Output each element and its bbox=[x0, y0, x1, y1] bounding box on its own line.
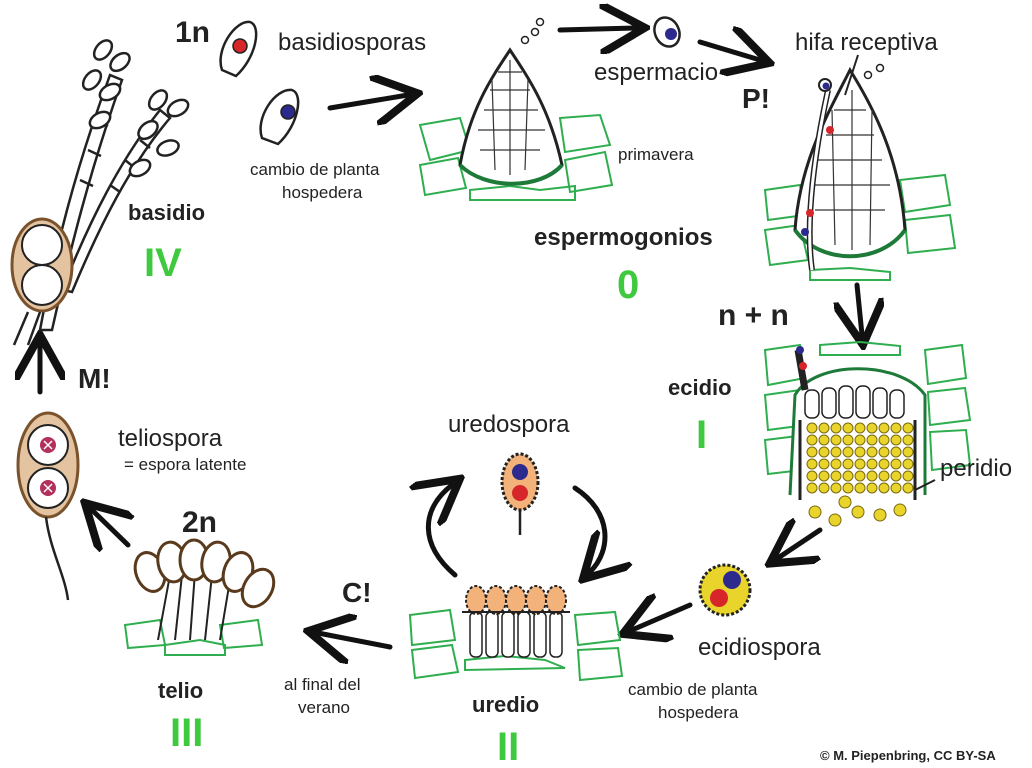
stage-I-numeral: I bbox=[696, 413, 707, 457]
arrow-ecidio-to-ecidiospora bbox=[778, 530, 820, 558]
peridio-label: peridio bbox=[940, 455, 1012, 482]
primavera-label: primavera bbox=[618, 145, 694, 164]
arrow-uredio-to-uredospora-loop bbox=[428, 485, 455, 575]
stage-III-numeral: III bbox=[170, 711, 203, 755]
arrow-espermacio-to-hifa bbox=[700, 42, 760, 60]
arrow-basidiospora-to-espermogonio bbox=[330, 95, 408, 108]
telio-illustration bbox=[125, 540, 280, 655]
basidio-label: basidio bbox=[128, 200, 205, 225]
arrow-espermogonio-to-espermacio bbox=[560, 28, 635, 30]
arrow-espermogonio-to-ecidio bbox=[857, 285, 862, 335]
uredio-label: uredio bbox=[472, 692, 539, 717]
arrow-uredospora-to-uredio-loop bbox=[575, 488, 605, 572]
stage-0-numeral: 0 bbox=[617, 263, 639, 307]
telio-label: telio bbox=[158, 678, 203, 703]
plasmogamy-label: P! bbox=[742, 83, 770, 114]
ecidiospora bbox=[700, 565, 750, 615]
espora-latente-label: = espora latente bbox=[124, 455, 246, 474]
ploidy-nn-label: n + n bbox=[718, 299, 789, 332]
stage-IV-numeral: IV bbox=[144, 241, 182, 285]
uredospora bbox=[502, 454, 538, 535]
hifa-receptiva-illustration bbox=[765, 55, 955, 280]
cambio-top-line2: hospedera bbox=[282, 183, 363, 202]
ecidiospora-label: ecidiospora bbox=[698, 634, 821, 661]
karyogamy-label: C! bbox=[342, 577, 372, 608]
espermacio-label: espermacio bbox=[594, 59, 718, 86]
espermogonios-label: espermogonios bbox=[534, 224, 713, 251]
hifa-receptiva-label: hifa receptiva bbox=[795, 29, 938, 56]
basidiosporas-label: basidiosporas bbox=[278, 29, 426, 56]
teliospora bbox=[18, 413, 78, 600]
meiosis-label: M! bbox=[78, 363, 111, 394]
arrow-uredio-to-telio bbox=[318, 633, 390, 647]
ploidy-1n-label: 1n bbox=[175, 16, 210, 49]
basidio-illustration bbox=[12, 37, 191, 345]
ecidio-illustration bbox=[765, 342, 970, 526]
uredio-illustration bbox=[410, 586, 622, 680]
espermogonio-illustration bbox=[420, 19, 612, 201]
stage-II-numeral: II bbox=[497, 725, 519, 768]
al-final-line1: al final del bbox=[284, 675, 361, 694]
credit-label: © M. Piepenbring, CC BY-SA bbox=[820, 748, 996, 763]
teliospora-label: teliospora bbox=[118, 425, 223, 452]
cambio-bottom-line1: cambio de planta bbox=[628, 680, 758, 699]
espermacio bbox=[650, 13, 684, 50]
ecidio-label: ecidio bbox=[668, 375, 732, 400]
uredospora-label: uredospora bbox=[448, 411, 570, 438]
ploidy-2n-label: 2n bbox=[182, 506, 217, 539]
arrow-ecidiospora-to-uredio bbox=[632, 605, 690, 630]
cambio-bottom-line2: hospedera bbox=[658, 703, 739, 722]
arrow-telio-to-teliospora bbox=[92, 510, 128, 545]
al-final-line2: verano bbox=[298, 698, 350, 717]
cambio-top-line1: cambio de planta bbox=[250, 160, 380, 179]
